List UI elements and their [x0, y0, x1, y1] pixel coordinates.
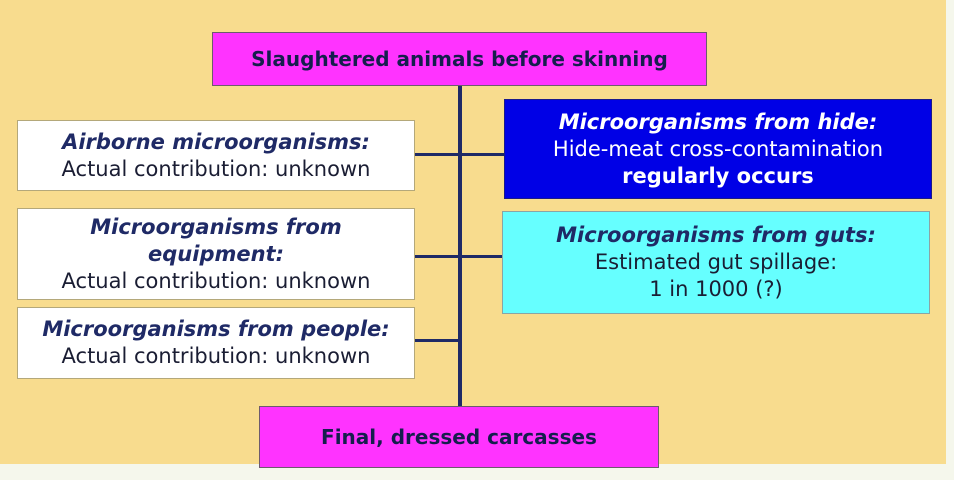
connector-airborne [414, 153, 460, 156]
hide-emphasis: regularly occurs [622, 163, 814, 188]
node-equipment-microorganisms: Microorganisms from equipment: Actual co… [17, 208, 415, 300]
connector-hide [460, 153, 504, 156]
guts-body-line1: Estimated gut spillage: [594, 250, 838, 274]
node-airborne-microorganisms: Airborne microorganisms: Actual contribu… [17, 120, 415, 191]
equipment-heading-line1: Microorganisms from [90, 214, 342, 239]
equipment-body: Actual contribution: unknown [61, 268, 371, 293]
flow-diagram: Slaughtered animals before skinning Airb… [0, 0, 946, 468]
node-guts-microorganisms: Microorganisms from guts: Estimated gut … [502, 211, 930, 314]
people-heading: Microorganisms from people: [42, 317, 390, 341]
equipment-heading-line2: equipment: [148, 241, 284, 266]
connector-guts [460, 255, 502, 258]
top-node-slaughtered-animals: Slaughtered animals before skinning [212, 32, 707, 86]
people-body: Actual contribution: unknown [61, 344, 371, 368]
connector-people [414, 339, 460, 342]
hide-body: Hide-meat cross-contamination [552, 136, 884, 161]
connector-equipment [414, 255, 460, 258]
guts-heading: Microorganisms from guts: [556, 223, 876, 247]
main-trunk-line [458, 86, 462, 408]
airborne-heading: Airborne microorganisms: [62, 129, 370, 154]
bottom-node-dressed-carcasses: Final, dressed carcasses [259, 406, 659, 468]
top-node-label: Slaughtered animals before skinning [251, 46, 668, 71]
bottom-node-label: Final, dressed carcasses [321, 424, 597, 449]
hide-heading: Microorganisms from hide: [558, 109, 878, 134]
airborne-body: Actual contribution: unknown [61, 156, 371, 181]
node-hide-microorganisms: Microorganisms from hide: Hide-meat cros… [504, 99, 932, 199]
guts-body-line2: 1 in 1000 (?) [649, 277, 783, 301]
node-people-microorganisms: Microorganisms from people: Actual contr… [17, 307, 415, 379]
